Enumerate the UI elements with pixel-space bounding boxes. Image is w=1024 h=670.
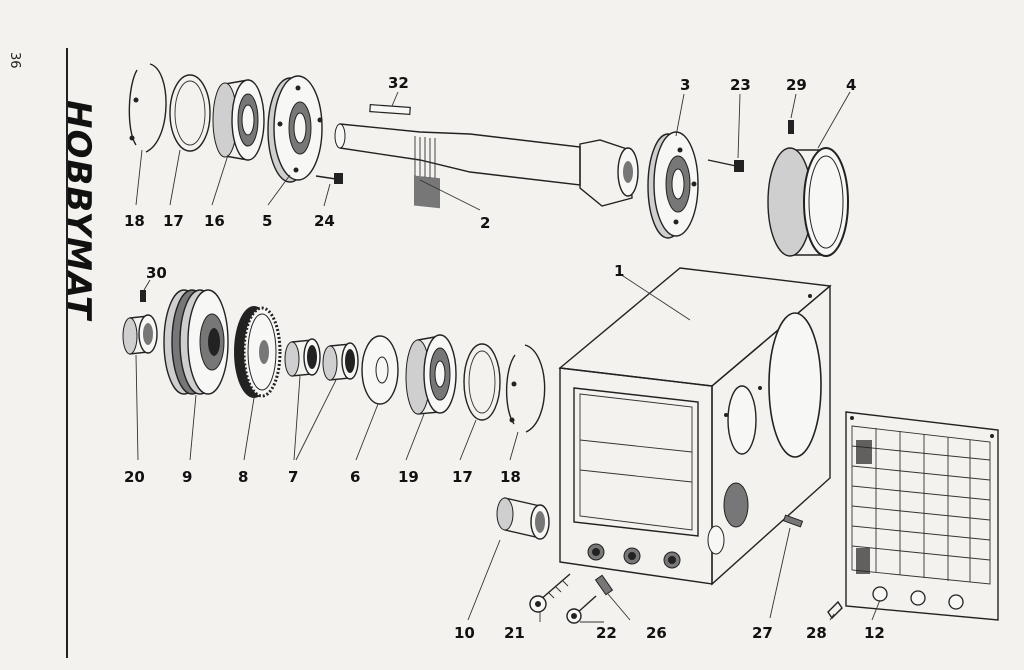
callout-22: 22: [596, 624, 617, 642]
callout-6: 6: [350, 468, 360, 486]
callout-26: 26: [646, 624, 667, 642]
part-3-flange: [647, 131, 699, 239]
part-18-circlip-top: [128, 63, 167, 153]
callout-24: 24: [314, 212, 335, 230]
part-19-bearing: [405, 334, 457, 415]
margin-rule: [66, 48, 68, 658]
callout-2: 2: [480, 214, 490, 232]
part-26-screw: [594, 574, 631, 621]
callout-4: 4: [846, 76, 856, 94]
part-12-chart-plate: [845, 411, 999, 621]
part-20-bushing: [122, 314, 158, 355]
part-1-housing: [558, 267, 832, 586]
leader-lines: [135, 91, 881, 623]
callout-23: 23: [730, 76, 751, 94]
callout-17-mid: 17: [452, 468, 473, 486]
part-29-pin: [788, 120, 794, 134]
part-18-circlip-mid: [505, 344, 546, 433]
callout-5: 5: [262, 212, 272, 230]
part-24-screw: [315, 173, 343, 184]
callout-3: 3: [680, 76, 690, 94]
callout-7: 7: [288, 468, 298, 486]
part-4-ring: [767, 147, 849, 257]
callout-30: 30: [146, 264, 167, 282]
callout-9: 9: [182, 468, 192, 486]
part-7-needle-bearing-a: [284, 338, 321, 377]
callout-18-top: 18: [124, 212, 145, 230]
callout-32: 32: [388, 74, 409, 92]
part-21-bolt: [529, 573, 571, 613]
part-27-pin: [769, 514, 804, 619]
part-22-bolt: [566, 595, 597, 624]
callout-18-mid: 18: [500, 468, 521, 486]
callout-21: 21: [504, 624, 525, 642]
part-7-needle-bearing-b: [322, 342, 359, 381]
callout-8: 8: [238, 468, 248, 486]
callout-28: 28: [806, 624, 827, 642]
part-6-washer: [361, 335, 399, 405]
part-16-bearing: [212, 79, 265, 161]
part-9-pulley: [163, 289, 229, 395]
callout-10: 10: [454, 624, 475, 642]
part-17-washer-mid: [463, 343, 501, 421]
callout-16: 16: [204, 212, 225, 230]
part-23-screw: [707, 159, 744, 172]
callout-12: 12: [864, 624, 885, 642]
callout-29: 29: [786, 76, 807, 94]
callout-1: 1: [614, 262, 624, 280]
part-8-gear: [234, 306, 282, 398]
callout-19: 19: [398, 468, 419, 486]
part-28-nipple: [827, 600, 843, 620]
part-32-key: [369, 103, 411, 116]
part-30-pin: [140, 290, 146, 302]
callout-17-top: 17: [163, 212, 184, 230]
part-17-washer-top: [169, 74, 211, 152]
callout-20: 20: [124, 468, 145, 486]
part-10-bushing: [467, 497, 550, 621]
callout-27: 27: [752, 624, 773, 642]
part-2-spindle: [334, 123, 639, 211]
part-5-flange: [267, 75, 323, 183]
